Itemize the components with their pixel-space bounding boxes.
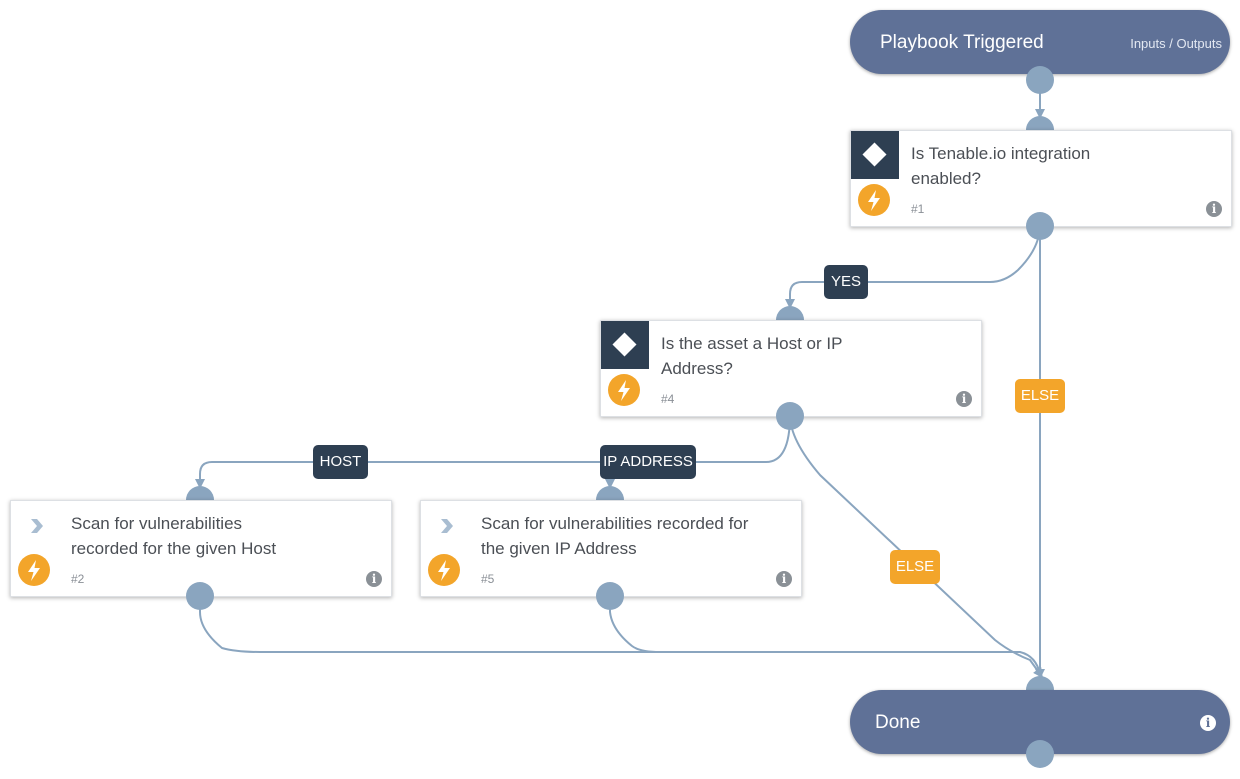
- lightning-icon: [428, 554, 460, 586]
- task-5-playbook[interactable]: Scan for vulnerabilities recorded for th…: [420, 500, 802, 597]
- edge-label-yes[interactable]: YES: [824, 265, 868, 299]
- chevron-right-icon: [441, 519, 453, 533]
- edge-label-else-1[interactable]: ELSE: [1015, 379, 1065, 413]
- condition-icon-box: [601, 321, 649, 369]
- task-2-playbook[interactable]: Scan for vulnerabilities recorded for th…: [10, 500, 392, 597]
- task-4-output-port[interactable]: [776, 402, 804, 430]
- info-icon[interactable]: i: [366, 571, 382, 587]
- edge-2-to-done: [199, 595, 1041, 675]
- task-4-title: Is the asset a Host or IP Address?: [661, 334, 843, 378]
- task-1-number: #1: [911, 202, 925, 216]
- edge-label-ip-address[interactable]: IP ADDRESS: [600, 445, 696, 479]
- info-icon[interactable]: i: [1200, 715, 1216, 731]
- done-output-port[interactable]: [1026, 740, 1054, 768]
- edge-4-else-to-done: [789, 414, 1043, 679]
- info-icon[interactable]: i: [956, 391, 972, 407]
- task-1-title: Is Tenable.io integration enabled?: [911, 144, 1091, 188]
- diamond-icon: [862, 142, 887, 167]
- condition-icon-box: [851, 131, 899, 179]
- inputs-outputs-link[interactable]: Inputs / Outputs: [1130, 36, 1222, 51]
- task-5-title: Scan for vulnerabilities recorded for th…: [481, 514, 749, 558]
- info-icon[interactable]: i: [1206, 201, 1222, 217]
- diamond-icon: [612, 332, 637, 357]
- start-node[interactable]: Playbook Triggered Inputs / Outputs: [850, 10, 1230, 74]
- task-4-number: #4: [661, 392, 675, 406]
- task-4-condition[interactable]: Is the asset a Host or IP Address? #4 i: [600, 320, 982, 417]
- lightning-icon: [858, 184, 890, 216]
- done-node-title: Done: [875, 712, 921, 733]
- chevron-right-icon: [31, 519, 43, 533]
- edge-4-host-to-2: [195, 414, 791, 489]
- edge-label-else-4[interactable]: ELSE: [890, 550, 940, 584]
- edge-5-to-done: [609, 595, 1020, 653]
- task-2-number: #2: [71, 572, 85, 586]
- start-output-port[interactable]: [1026, 66, 1054, 94]
- task-5-number: #5: [481, 572, 495, 586]
- edge-1-yes-to-4: [785, 224, 1041, 309]
- lightning-icon: [608, 374, 640, 406]
- task-1-condition[interactable]: Is Tenable.io integration enabled? #1 i: [850, 130, 1232, 227]
- task-5-output-port[interactable]: [596, 582, 624, 610]
- task-1-output-port[interactable]: [1026, 212, 1054, 240]
- edge-label-host[interactable]: HOST: [313, 445, 368, 479]
- task-2-output-port[interactable]: [186, 582, 214, 610]
- info-icon[interactable]: i: [776, 571, 792, 587]
- start-node-title: Playbook Triggered: [880, 32, 1044, 53]
- task-2-title: Scan for vulnerabilities recorded for th…: [71, 514, 277, 558]
- lightning-icon: [18, 554, 50, 586]
